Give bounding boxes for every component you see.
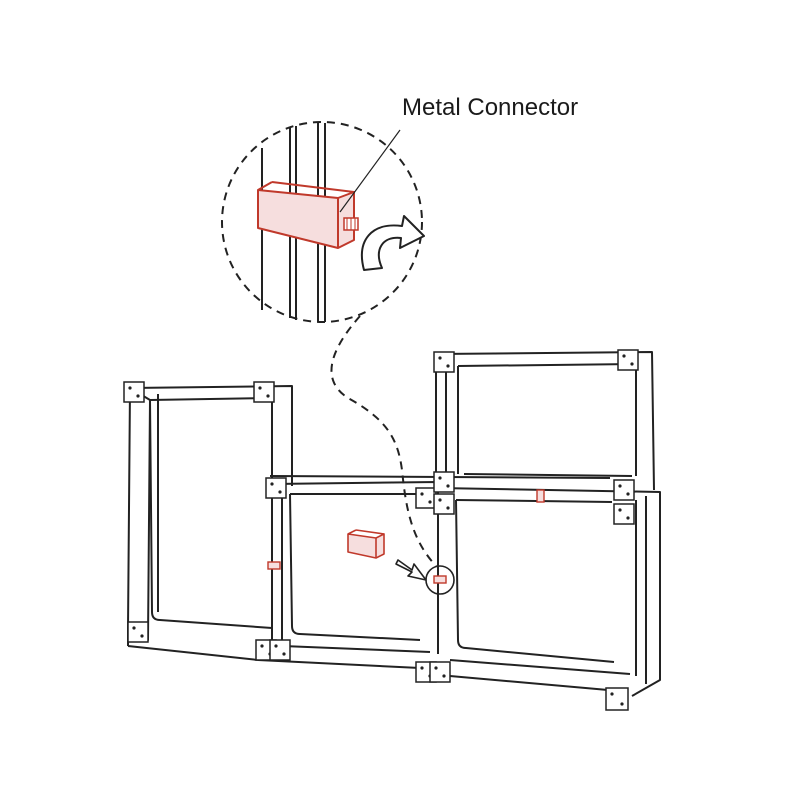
callout-leader-line [339, 129, 401, 213]
metal-connector-detail [257, 181, 359, 249]
right-lower-panel [437, 487, 661, 697]
corner-block [253, 381, 275, 403]
left-panel [127, 385, 293, 661]
corner-block [269, 639, 291, 661]
corner-block [617, 349, 639, 371]
connector-mark [433, 575, 447, 584]
insert-arrow-icon [395, 559, 427, 581]
corner-block [127, 621, 149, 643]
corner-block [433, 471, 455, 493]
joint-highlight-circle [425, 565, 455, 595]
rotate-arrow-icon [361, 215, 425, 271]
callout-label: Metal Connector [402, 94, 579, 121]
detail-link-line [330, 315, 437, 567]
corner-block [265, 477, 287, 499]
screw-icon [343, 217, 359, 231]
corner-blocks [123, 349, 639, 711]
corner-block [605, 687, 629, 711]
detail-circle [221, 121, 423, 323]
corner-block [415, 487, 437, 509]
right-upper-panel [435, 351, 655, 491]
corner-block [123, 381, 145, 403]
corner-block [613, 503, 635, 525]
detail-magnifier [221, 121, 425, 323]
corner-block [433, 351, 455, 373]
assembly-connectors [267, 489, 545, 595]
metal-connector-loose [347, 529, 385, 559]
connector-mark [536, 489, 545, 503]
corner-block [429, 661, 451, 683]
corner-block [613, 479, 635, 501]
connector-mark [267, 561, 281, 570]
corner-block [433, 493, 455, 515]
